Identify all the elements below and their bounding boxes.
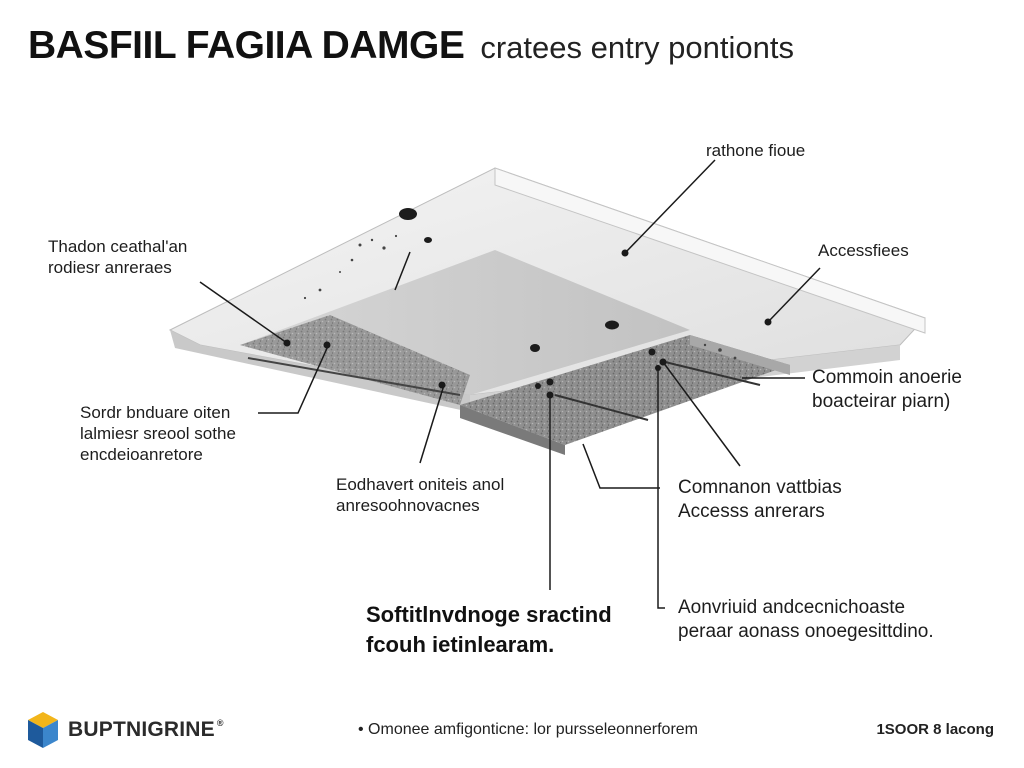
callout-left-mid-line-2: lalmiesr sreool sothe [80,424,236,443]
callout-right-lower: Comnanon vattbias Accesss anrerars [678,476,842,524]
callout-center-mid-line-1: Eodhavert oniteis anol [336,475,505,494]
title-strong: BASFIIL FAGIIA DAMGE [28,24,465,67]
pest-icons [399,208,656,389]
callout-bottom-right: Aonvriuid andcecnichoaste peraar aonass … [678,596,934,644]
leader-lines [199,159,821,609]
callout-bottom-right-line-2: peraar aonass onoegesittdino. [678,621,934,642]
damage-marks [303,234,737,360]
callout-right-mid-line-2: boacteirar piarn) [812,391,951,412]
callout-left-top-line-1: Thadon ceathal'an [48,237,188,256]
insulation-panel [240,315,790,455]
trademark-mark: ® [216,718,224,728]
brand-logo: BUPTNIGRINE® [26,710,224,750]
callout-right-mid: Commoin anoerie boacteirar piarn) [812,366,962,414]
footer-note: • Omonee amfigonticne: lor pursseleonner… [358,721,698,738]
callout-top-center: rathone fioue [706,141,806,160]
callout-right-lower-line-1: Comnanon vattbias [678,477,842,498]
callout-left-top: Thadon ceathal'an rodiesr anreraes [48,236,187,278]
brand-text: BUPTNIGRINE [68,718,215,741]
callout-center-mid: Eodhavert oniteis anol anresoohnovacnes [336,474,504,516]
callout-right-mid-line-1: Commoin anoerie [812,367,962,388]
callout-left-mid-line-1: Sordr bnduare oiten [80,403,231,422]
callout-bottom-center: Softitlnvdnoge sractind fcouh ietinleara… [366,600,612,660]
callout-left-mid: Sordr bnduare oiten lalmiesr sreool soth… [80,402,236,465]
diagram-title: BASFIIL FAGIIA DAMGE cratees entry ponti… [28,24,794,74]
footer-right-label: 1SOOR 8 lacong [876,721,994,738]
callout-left-mid-line-3: encdeioanretore [80,445,203,464]
callout-left-top-line-2: rodiesr anreraes [48,258,172,277]
leader-dots [283,249,772,399]
callout-right-lower-line-2: Accesss anrerars [678,501,825,522]
callout-bottom-center-line-2: fcouh ietinlearam. [366,632,555,657]
callout-top-right: Accessfiees [818,241,909,260]
callout-center-mid-line-2: anresoohnovacnes [336,496,480,515]
brand-name: BUPTNIGRINE® [68,718,224,742]
callout-bottom-center-line-1: Softitlnvdnoge sractind [366,602,612,627]
title-light: cratees entry pontionts [480,30,794,65]
callout-bottom-right-line-1: Aonvriuid andcecnichoaste [678,597,906,618]
cube-logo-icon [28,712,58,748]
